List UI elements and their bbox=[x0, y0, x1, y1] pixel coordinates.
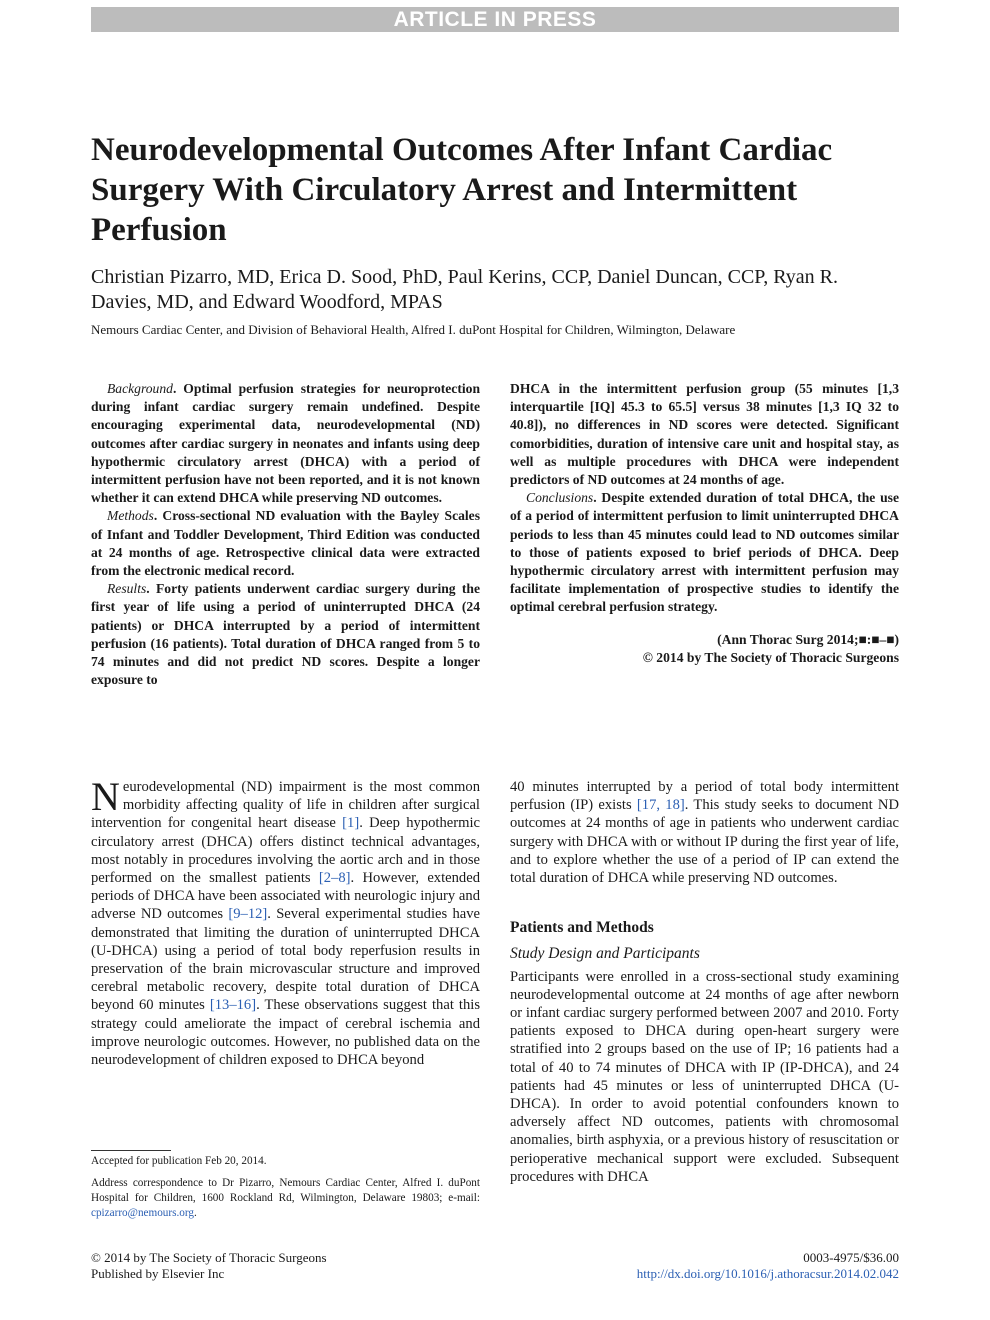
intro-text: . These observations suggest that this s… bbox=[91, 997, 480, 1069]
drop-cap: N bbox=[91, 774, 120, 819]
abstract-copyright: © 2014 by The Society of Thoracic Surgeo… bbox=[642, 649, 899, 665]
section-heading: Patients and Methods bbox=[510, 919, 654, 937]
abstract-results: Results. Forty patients underwent cardia… bbox=[91, 580, 480, 689]
intro-paragraph-continued: 40 minutes interrupted by a period of to… bbox=[510, 778, 899, 887]
intro-text: . However, extended periods of DHCA have… bbox=[91, 870, 480, 923]
article-title: Neurodevelopmental Outcomes After Infant… bbox=[91, 132, 833, 248]
intro-text: 40 minutes interrupted by a period of to… bbox=[510, 779, 899, 814]
reference-link[interactable]: [9–12] bbox=[228, 906, 268, 923]
abstract-conclusions: Conclusions. Despite extended duration o… bbox=[510, 489, 899, 616]
reference-link[interactable]: [2–8] bbox=[318, 870, 351, 887]
article-in-press-banner: ARTICLE IN PRESS bbox=[91, 7, 899, 32]
reference-link[interactable]: [13–16] bbox=[209, 997, 257, 1014]
conclusions-heading: Conclusions bbox=[526, 490, 594, 506]
results-heading: Results bbox=[107, 581, 147, 597]
conclusions-text: . Despite extended duration of total DHC… bbox=[510, 490, 899, 615]
footer-right: 0003-4975/$36.00 http://dx.doi.org/10.10… bbox=[637, 1250, 899, 1281]
abstract-results-continued: DHCA in the intermittent perfusion group… bbox=[510, 381, 899, 488]
subsection-heading: Study Design and Participants bbox=[510, 945, 700, 963]
reference-link[interactable]: [17, 18] bbox=[636, 797, 685, 814]
author-list: Christian Pizarro, MD, Erica D. Sood, Ph… bbox=[91, 266, 838, 313]
intro-text: . Several experimental studies have demo… bbox=[91, 906, 480, 1014]
doi-link[interactable]: http://dx.doi.org/10.1016/j.athoracsur.2… bbox=[636, 1265, 899, 1281]
abstract-right-column: DHCA in the intermittent perfusion group… bbox=[510, 380, 899, 667]
correspondence-period: . bbox=[193, 1207, 197, 1219]
abstract-left-column: Background. Optimal perfusion strategies… bbox=[91, 380, 480, 689]
footer-left: © 2014 by The Society of Thoracic Surgeo… bbox=[91, 1250, 327, 1281]
methods-paragraph: Participants were enrolled in a cross-se… bbox=[510, 968, 899, 1185]
footer-issn: 0003-4975/$36.00 bbox=[803, 1250, 899, 1265]
footnote-correspondence: Address correspondence to Dr Pizarro, Ne… bbox=[91, 1176, 480, 1221]
footnote-accepted: Accepted for publication Feb 20, 2014. bbox=[91, 1155, 267, 1167]
correspondence-text: Address correspondence to Dr Pizarro, Ne… bbox=[91, 1177, 480, 1204]
intro-text: . Deep hypothermic circulatory arrest (D… bbox=[91, 815, 480, 887]
results-text: . Forty patients underwent cardiac surge… bbox=[91, 581, 480, 688]
affiliation: Nemours Cardiac Center, and Division of … bbox=[91, 322, 736, 337]
footer-publisher: Published by Elsevier Inc bbox=[91, 1265, 225, 1281]
citation-block: (Ann Thorac Surg 2014;■:■–■) © 2014 by T… bbox=[510, 631, 899, 667]
reference-link[interactable]: [1] bbox=[342, 815, 360, 832]
methods-heading: Methods bbox=[107, 508, 154, 524]
background-text: . Optimal perfusion strategies for neuro… bbox=[91, 381, 480, 506]
email-link[interactable]: cpizarro@nemours.org bbox=[91, 1207, 194, 1219]
abstract-methods: Methods. Cross-sectional ND evaluation w… bbox=[91, 507, 480, 580]
background-heading: Background bbox=[107, 381, 173, 396]
journal-citation: (Ann Thorac Surg 2014;■:■–■) bbox=[717, 631, 899, 647]
footnote-rule bbox=[91, 1150, 171, 1151]
methods-text: . Cross-sectional ND evaluation with the… bbox=[91, 508, 480, 579]
intro-text: eurodevelopmental (ND) impairment is the… bbox=[91, 779, 480, 832]
footer-copyright: © 2014 by The Society of Thoracic Surgeo… bbox=[91, 1250, 327, 1265]
intro-right-column: 40 minutes interrupted by a period of to… bbox=[510, 778, 899, 1186]
abstract-background: Background. Optimal perfusion strategies… bbox=[91, 380, 480, 507]
intro-text: . This study seeks to document ND outcom… bbox=[510, 797, 899, 887]
